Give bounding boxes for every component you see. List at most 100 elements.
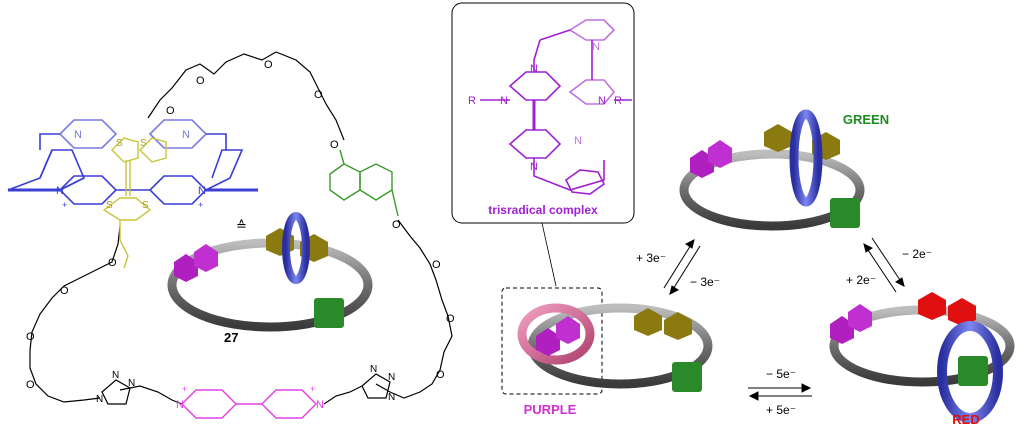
viologen-hexagon [174, 254, 198, 282]
ttf-hexagon [664, 312, 692, 340]
oxygen-atom: O [264, 59, 273, 71]
purple-highlight-box [501, 287, 603, 395]
oxygen-atom: O [392, 219, 401, 231]
compound-number: 27 [224, 330, 238, 345]
arrow-label-plus-5e: + 5e⁻ [766, 403, 796, 417]
nitrogen-atom: N [388, 372, 395, 383]
nitrogen-atom: N [574, 135, 582, 147]
sulfur-atom: S [106, 200, 113, 211]
plus-charge: + [310, 384, 315, 394]
oxygen-atom: O [446, 313, 455, 325]
arrow-purple-green [663, 239, 701, 295]
bottom-linker-right [323, 385, 363, 405]
viologen-hexagon [536, 328, 560, 356]
nitrogen-atom: N [500, 95, 508, 107]
ttf-unit [102, 137, 167, 269]
blue-box-macrocycle [7, 119, 258, 205]
inset-caption: trisradical complex [488, 203, 598, 217]
nitrogen-atom: N [56, 185, 64, 197]
state-purple: PURPLE [501, 287, 713, 417]
sulfur-atom: S [116, 138, 123, 149]
cartoon-center [167, 212, 373, 332]
oxygen-atom: O [436, 369, 445, 381]
naphthalene-cube [958, 356, 988, 386]
polyether-chain-top [147, 51, 345, 141]
nitrogen-atom: N [112, 370, 119, 381]
viologen-hexagon [848, 304, 872, 332]
viologen-hexagon [708, 140, 732, 168]
arrow-label-plus-2e: + 2e⁻ [846, 273, 876, 287]
sulfur-atom: S [142, 200, 149, 211]
nitrogen-atom: N [598, 95, 606, 107]
blue-ring [789, 109, 823, 207]
arrow-label-minus-3e: − 3e⁻ [690, 275, 720, 289]
state-label-red: RED [952, 412, 979, 427]
oxygen-atom: O [60, 285, 69, 297]
trisradical-inset: R R N N N N N N trisradical complex [451, 2, 635, 287]
state-label-purple: PURPLE [524, 402, 577, 417]
polyether-chain-right [375, 219, 453, 399]
polyether-chain-left [29, 225, 121, 403]
oxygen-atom: O [432, 259, 441, 271]
nitrogen-atom: N [128, 378, 135, 389]
ttf-dication-hexagon [918, 292, 946, 320]
blue-ring [282, 212, 310, 284]
nitrogen-atom: N [74, 129, 82, 141]
box-nitrogen-labels: N N + + N N [56, 129, 206, 210]
inset-leader-line [541, 222, 557, 287]
arrow-green-red [863, 237, 905, 293]
nitrogen-atom: N [388, 392, 395, 403]
nitrogen-atom: N [316, 399, 324, 411]
ttf-hexagon [634, 308, 662, 336]
pink-ring [517, 303, 595, 365]
oxygen-atom: O [26, 379, 35, 391]
nitrogen-atom: N [530, 161, 538, 173]
nitrogen-atom: N [592, 41, 600, 53]
oxygen-atom: O [108, 257, 117, 269]
naphthalene-cube [314, 298, 344, 328]
nitrogen-atom: N [176, 399, 184, 411]
state-label-green: GREEN [843, 112, 889, 127]
oxygen-atom: O [314, 89, 323, 101]
nitrogen-atom: N [96, 394, 103, 405]
viologen-hexagon [194, 244, 218, 272]
inset-atom-labels: R R N N N N N N [468, 41, 622, 173]
r-group: R [614, 95, 622, 107]
nitrogen-atom: N [198, 185, 206, 197]
state-green: GREEN [679, 109, 889, 231]
state-red: RED [829, 292, 1015, 427]
triazole-left [101, 379, 131, 405]
nitrogen-atom: N [530, 63, 538, 75]
blue-ring [937, 321, 1003, 423]
r-group: R [468, 95, 476, 107]
arrow-label-minus-5e: − 5e⁻ [766, 367, 796, 381]
naphthalene-unit [329, 149, 399, 217]
naphthalene-cube [830, 198, 860, 228]
triazole-right [361, 373, 391, 399]
equivalence-symbol: ≙ [236, 218, 247, 233]
arrow-red-purple [748, 383, 812, 401]
naphthalene-cube [672, 362, 702, 392]
nitrogen-atom: N [370, 364, 377, 375]
sulfur-labels: S S S S [106, 138, 149, 211]
oxygen-atom: O [26, 331, 35, 343]
plus-charge: + [62, 200, 67, 210]
viologen-labels: N N + + [176, 384, 324, 411]
nitrogen-atom: N [182, 129, 190, 141]
compound-27-structure: O O O O O O O O O O O O O [7, 51, 455, 419]
plus-charge: + [198, 200, 203, 210]
ttf-hexagon [764, 124, 792, 152]
trisradical-drawing [480, 19, 632, 195]
arrow-label-plus-3e: + 3e⁻ [636, 251, 666, 265]
inset-frame [451, 2, 635, 224]
oxygen-atom: O [166, 105, 175, 117]
arrow-label-minus-2e: − 2e⁻ [902, 247, 932, 261]
sulfur-atom: S [140, 138, 147, 149]
viologen-unit [181, 389, 317, 419]
triazole-labels: N N N N N N [96, 364, 395, 405]
ttf-dication-hexagon [948, 298, 976, 326]
bottom-linker [119, 385, 183, 405]
oxygen-atom: O [196, 75, 205, 87]
oxygen-atom: O [330, 139, 339, 151]
